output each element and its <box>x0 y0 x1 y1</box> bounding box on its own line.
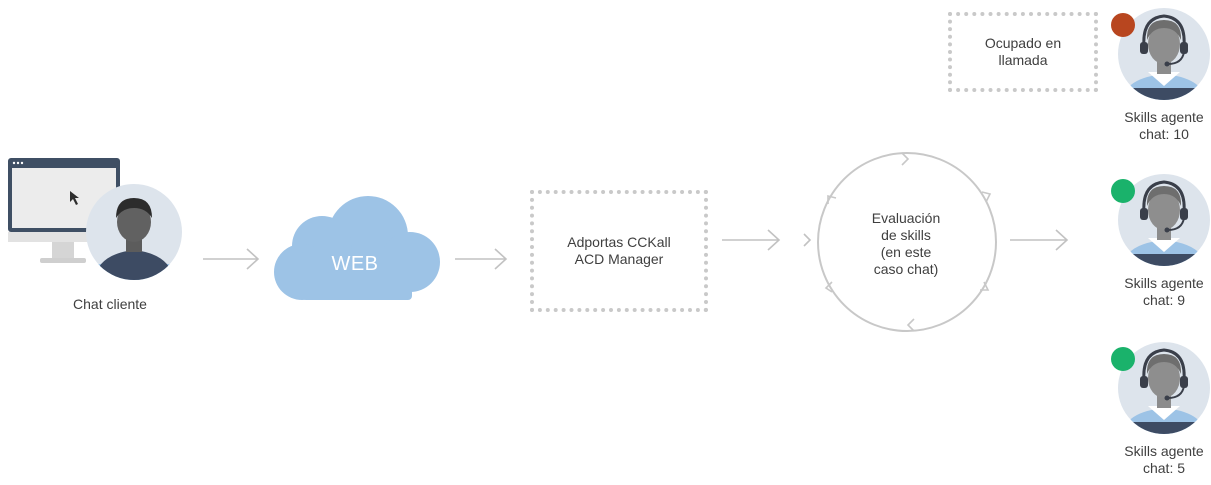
agent-headset-icon <box>1118 342 1210 434</box>
cloud-icon <box>274 196 440 300</box>
arrow-icon <box>1010 229 1069 251</box>
acd-label-line2: ACD Manager <box>574 251 664 267</box>
agent-skills-line1: Skills agente <box>1124 443 1204 459</box>
client-label: Chat cliente <box>73 296 147 312</box>
evaluation-line4: caso chat) <box>873 261 939 277</box>
agent-skills-line2: chat: 9 <box>1142 292 1186 308</box>
arrow-icon <box>203 248 260 270</box>
acd-manager-box: Adportas CCKall ACD Manager <box>530 190 708 312</box>
evaluation-line2: de skills <box>881 227 931 243</box>
client-group: Chat cliente <box>0 150 200 320</box>
agent-skills-line1: Skills agente <box>1124 109 1204 125</box>
agent-skills-line2: chat: 10 <box>1139 126 1189 142</box>
cycle-icon <box>817 152 997 332</box>
status-dot-icon <box>1111 13 1135 37</box>
arrow-icon <box>722 229 812 251</box>
agent-headset-icon <box>1118 8 1210 100</box>
agent-skills-line1: Skills agente <box>1124 275 1204 291</box>
status-dot-icon <box>1111 179 1135 203</box>
busy-box: Ocupado en llamada <box>948 12 1098 92</box>
evaluation-label: Evaluación de skills (en este caso chat) <box>830 210 982 278</box>
acd-label-line1: Adportas CCKall <box>567 234 671 250</box>
agent-headset-icon <box>1118 174 1210 266</box>
status-dot-icon <box>1111 347 1135 371</box>
web-label: WEB <box>331 253 379 275</box>
arrow-icon <box>455 248 508 270</box>
evaluation-line3: (en este <box>880 244 932 260</box>
client-avatar-icon <box>86 184 182 280</box>
agent-skills-line2: chat: 5 <box>1142 460 1186 476</box>
evaluation-line1: Evaluación <box>871 210 941 226</box>
busy-line1: Ocupado en <box>984 35 1062 51</box>
busy-line2: llamada <box>998 52 1048 68</box>
